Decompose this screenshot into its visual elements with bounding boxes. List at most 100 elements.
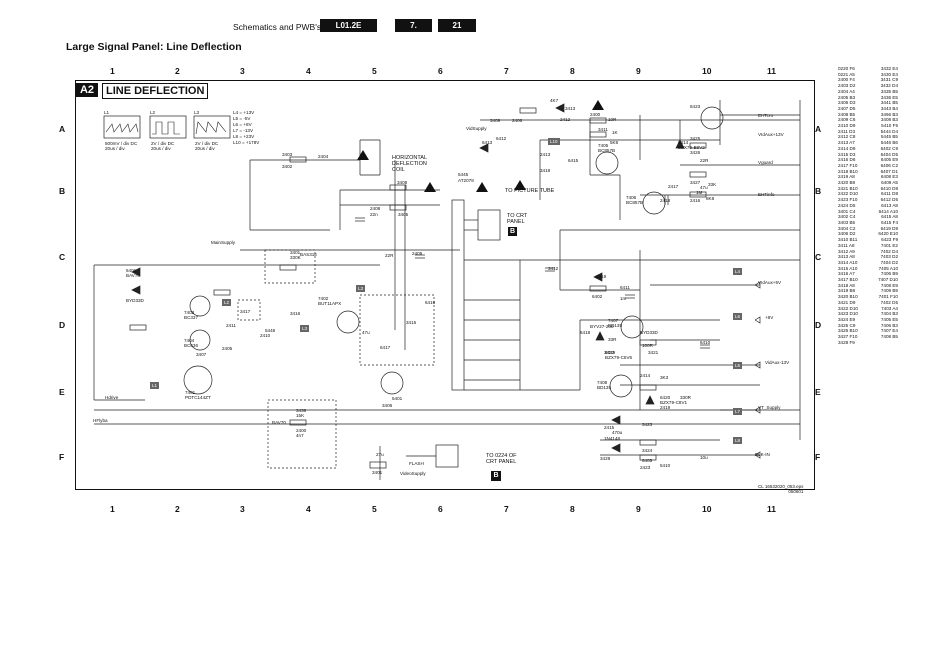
component-ref: 3408: [397, 180, 408, 185]
transistor-7408: [609, 374, 633, 398]
component-ref: 3422: [604, 350, 615, 355]
part-5445: 5445: [458, 172, 469, 177]
waveform-l3-box: [193, 115, 231, 139]
component-ref: BYD33D: [640, 330, 658, 335]
component-ref: BAV70: [272, 420, 286, 425]
component-ref: 3421: [648, 350, 659, 355]
component-ref: 3406: [382, 403, 393, 408]
row-letter: D: [59, 320, 66, 330]
component-ref: 6416: [425, 300, 436, 305]
component-ref: 2400: [590, 112, 601, 117]
component-ref: 3K3: [660, 375, 669, 380]
component-ref: 8K8: [706, 196, 715, 201]
component-ref: 4K7: [550, 98, 559, 103]
flag-l3: L3: [300, 325, 310, 332]
rail-label: VIdAux+5V: [758, 280, 782, 285]
component-ref: 6415: [568, 158, 579, 163]
zener-6419-label: 6419 BZX79-C5V6: [605, 350, 633, 360]
flash-label: FLASH: [409, 461, 424, 466]
transistor-7403-label: 7403 BC337: [184, 310, 199, 320]
capacitor-2400-label: 2400 4n7: [296, 428, 307, 438]
horizontal-deflection-coil-label: HORIZONTAL DEFLECTION COIL: [392, 155, 428, 173]
warning-icon: [592, 100, 604, 110]
component-ref: BYD33D: [126, 298, 144, 303]
flag-l8: L8: [733, 437, 743, 444]
column-number: 11: [767, 66, 776, 76]
component-ref: 2406: [512, 118, 523, 123]
waveform-l1-caption: 500mV / div DC 20us / div: [105, 141, 138, 151]
resistor-3401-label: 3401 330K: [290, 250, 301, 260]
row-letter: E: [59, 387, 65, 397]
component-ref: 100R: [642, 343, 653, 348]
component-ref: 3418: [540, 168, 551, 173]
supply-entry: L4 = +13V: [233, 110, 255, 115]
transistor-7405b: [380, 371, 404, 395]
component-ref: 2405: [222, 346, 233, 351]
transistor-7401: [183, 365, 213, 395]
part-5445-value: AT2078: [458, 178, 474, 183]
flag-l6: L6: [733, 313, 743, 320]
transistor-7403: [189, 295, 211, 317]
component-ref: 5446: [265, 328, 276, 333]
page-title: Large Signal Panel: Line Deflection: [66, 41, 242, 53]
component-ref: 3425: [690, 136, 701, 141]
transistor-7404-label: 7404 BC636: [184, 338, 199, 348]
component-ref: 6410: [700, 340, 711, 345]
flag-l2: L2: [222, 299, 232, 306]
component-ref: 2414: [640, 373, 651, 378]
flag-l1: L1: [150, 382, 160, 389]
component-ref: 27u: [376, 452, 384, 457]
supply-entry: L10 = +178V: [233, 140, 260, 145]
component-ref: 6417: [380, 345, 391, 350]
column-number: 8: [570, 66, 575, 76]
rail-label: BLK-IN: [755, 452, 770, 457]
column-number: 10: [702, 504, 712, 514]
component-ref: 6405: [642, 458, 653, 463]
component-ref: 2423: [640, 465, 651, 470]
component-ref: 33R: [608, 337, 617, 342]
component-ref: 3405: [398, 212, 409, 217]
component-ref: 6413: [482, 140, 493, 145]
column-number: 5: [372, 66, 377, 76]
column-number: 7: [504, 504, 509, 514]
supply-entry: L7 = -13V: [233, 128, 254, 133]
rail-label: +8V: [765, 315, 774, 320]
warning-icon: [514, 180, 526, 190]
component-ref: 3413: [565, 106, 576, 111]
connector-b-badge-bottom: B: [491, 471, 501, 481]
row-letter: F: [815, 452, 821, 462]
to-0224-crt-label: TO 0224 OF CRT PANEL: [486, 453, 517, 465]
to-crt-panel-label: TO CRT PANEL: [507, 213, 528, 225]
component-ref: 3423: [642, 422, 653, 427]
file-stamp: CL 16532020_053.eps 050601: [758, 484, 804, 494]
component-ref: 3412: [548, 266, 559, 271]
waveform-l2-name: L2: [150, 110, 156, 115]
component-ref: 3407: [196, 352, 207, 357]
vidsupply-label: VidSupply: [466, 126, 487, 131]
component-ref: 3416: [290, 311, 301, 316]
column-number: 7: [504, 66, 509, 76]
transistor-7407: [620, 315, 644, 339]
column-number: 2: [175, 504, 180, 514]
component-ref: 3419: [596, 274, 607, 279]
